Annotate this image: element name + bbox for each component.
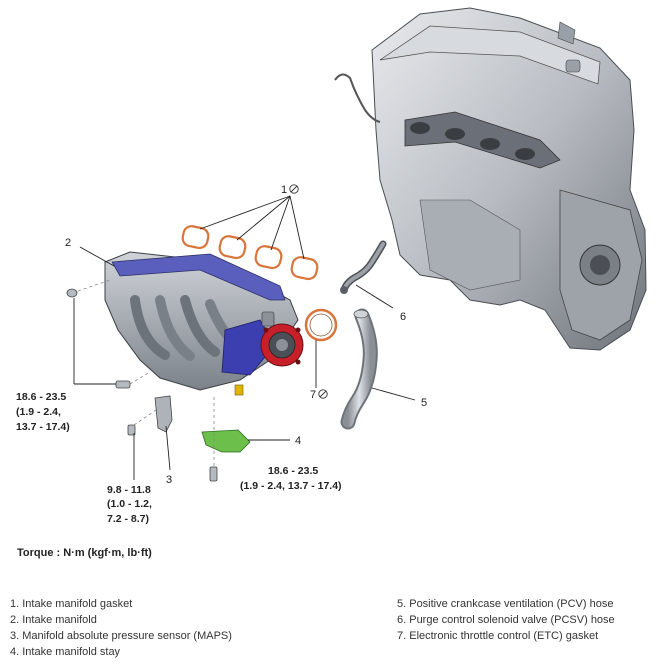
svg-text:9.8 - 11.8: 9.8 - 11.8 [107, 484, 151, 496]
legend-item: 4. Intake manifold stay [10, 646, 121, 658]
legend-item: 5. Positive crankcase ventilation (PCV) … [397, 598, 614, 610]
svg-text:7.2 - 8.7): 7.2 - 8.7) [107, 513, 149, 525]
svg-text:18.6 - 23.5: 18.6 - 23.5 [268, 465, 318, 477]
legend-left: 1. Intake manifold gasket 2. Intake mani… [10, 596, 232, 660]
maps-sensor [154, 395, 173, 433]
callout-5: 5 [421, 397, 427, 409]
bolts [66, 288, 218, 482]
legend-item: 2. Intake manifold [10, 614, 97, 626]
pcv-hose [340, 308, 378, 430]
svg-text:(1.9 - 2.4,: (1.9 - 2.4, [16, 406, 61, 418]
guide-lines [77, 279, 215, 466]
legend-item: 1. Intake manifold gasket [10, 598, 133, 610]
etc-gasket [304, 308, 338, 342]
intake-manifold [104, 251, 304, 396]
svg-text:(1.9 - 2.4, 13.7 - 17.4): (1.9 - 2.4, 13.7 - 17.4) [240, 480, 342, 492]
legend-item: 3. Manifold absolute pressure sensor (MA… [10, 630, 232, 642]
pcsv-hose [340, 240, 387, 294]
engine-block [334, 7, 647, 351]
legend-item: 6. Purge control solenoid valve (PCSV) h… [397, 614, 615, 626]
leader-lines [73, 195, 416, 480]
callout-1: 1 [281, 184, 287, 196]
callout-6: 6 [400, 311, 406, 323]
torque-spec-manifold-bolt: 18.6 - 23.5 (1.9 - 2.4, 13.7 - 17.4) [16, 391, 70, 433]
svg-text:18.6 - 23.5: 18.6 - 23.5 [16, 391, 66, 403]
svg-text:(1.0 - 1.2,: (1.0 - 1.2, [107, 498, 152, 510]
no-reuse-icon [318, 389, 328, 399]
callout-7: 7 [310, 389, 316, 401]
callout-2: 2 [65, 237, 71, 249]
torque-unit-heading: Torque : N·m (kgf·m, lb·ft) [17, 547, 152, 559]
legend-item: 7. Electronic throttle control (ETC) gas… [397, 630, 599, 642]
intake-manifold-gaskets [181, 225, 319, 281]
callout-4: 4 [295, 435, 301, 447]
intake-manifold-stay [201, 429, 251, 453]
torque-spec-stay-bolt: 18.6 - 23.5 (1.9 - 2.4, 13.7 - 17.4) [240, 465, 342, 492]
callout-3: 3 [166, 474, 172, 486]
legend-right: 5. Positive crankcase ventilation (PCV) … [397, 596, 615, 644]
svg-text:13.7 - 17.4): 13.7 - 17.4) [16, 421, 70, 433]
no-reuse-icon [289, 184, 299, 194]
torque-spec-maps-bolt: 9.8 - 11.8 (1.0 - 1.2, 7.2 - 8.7) [107, 484, 152, 525]
